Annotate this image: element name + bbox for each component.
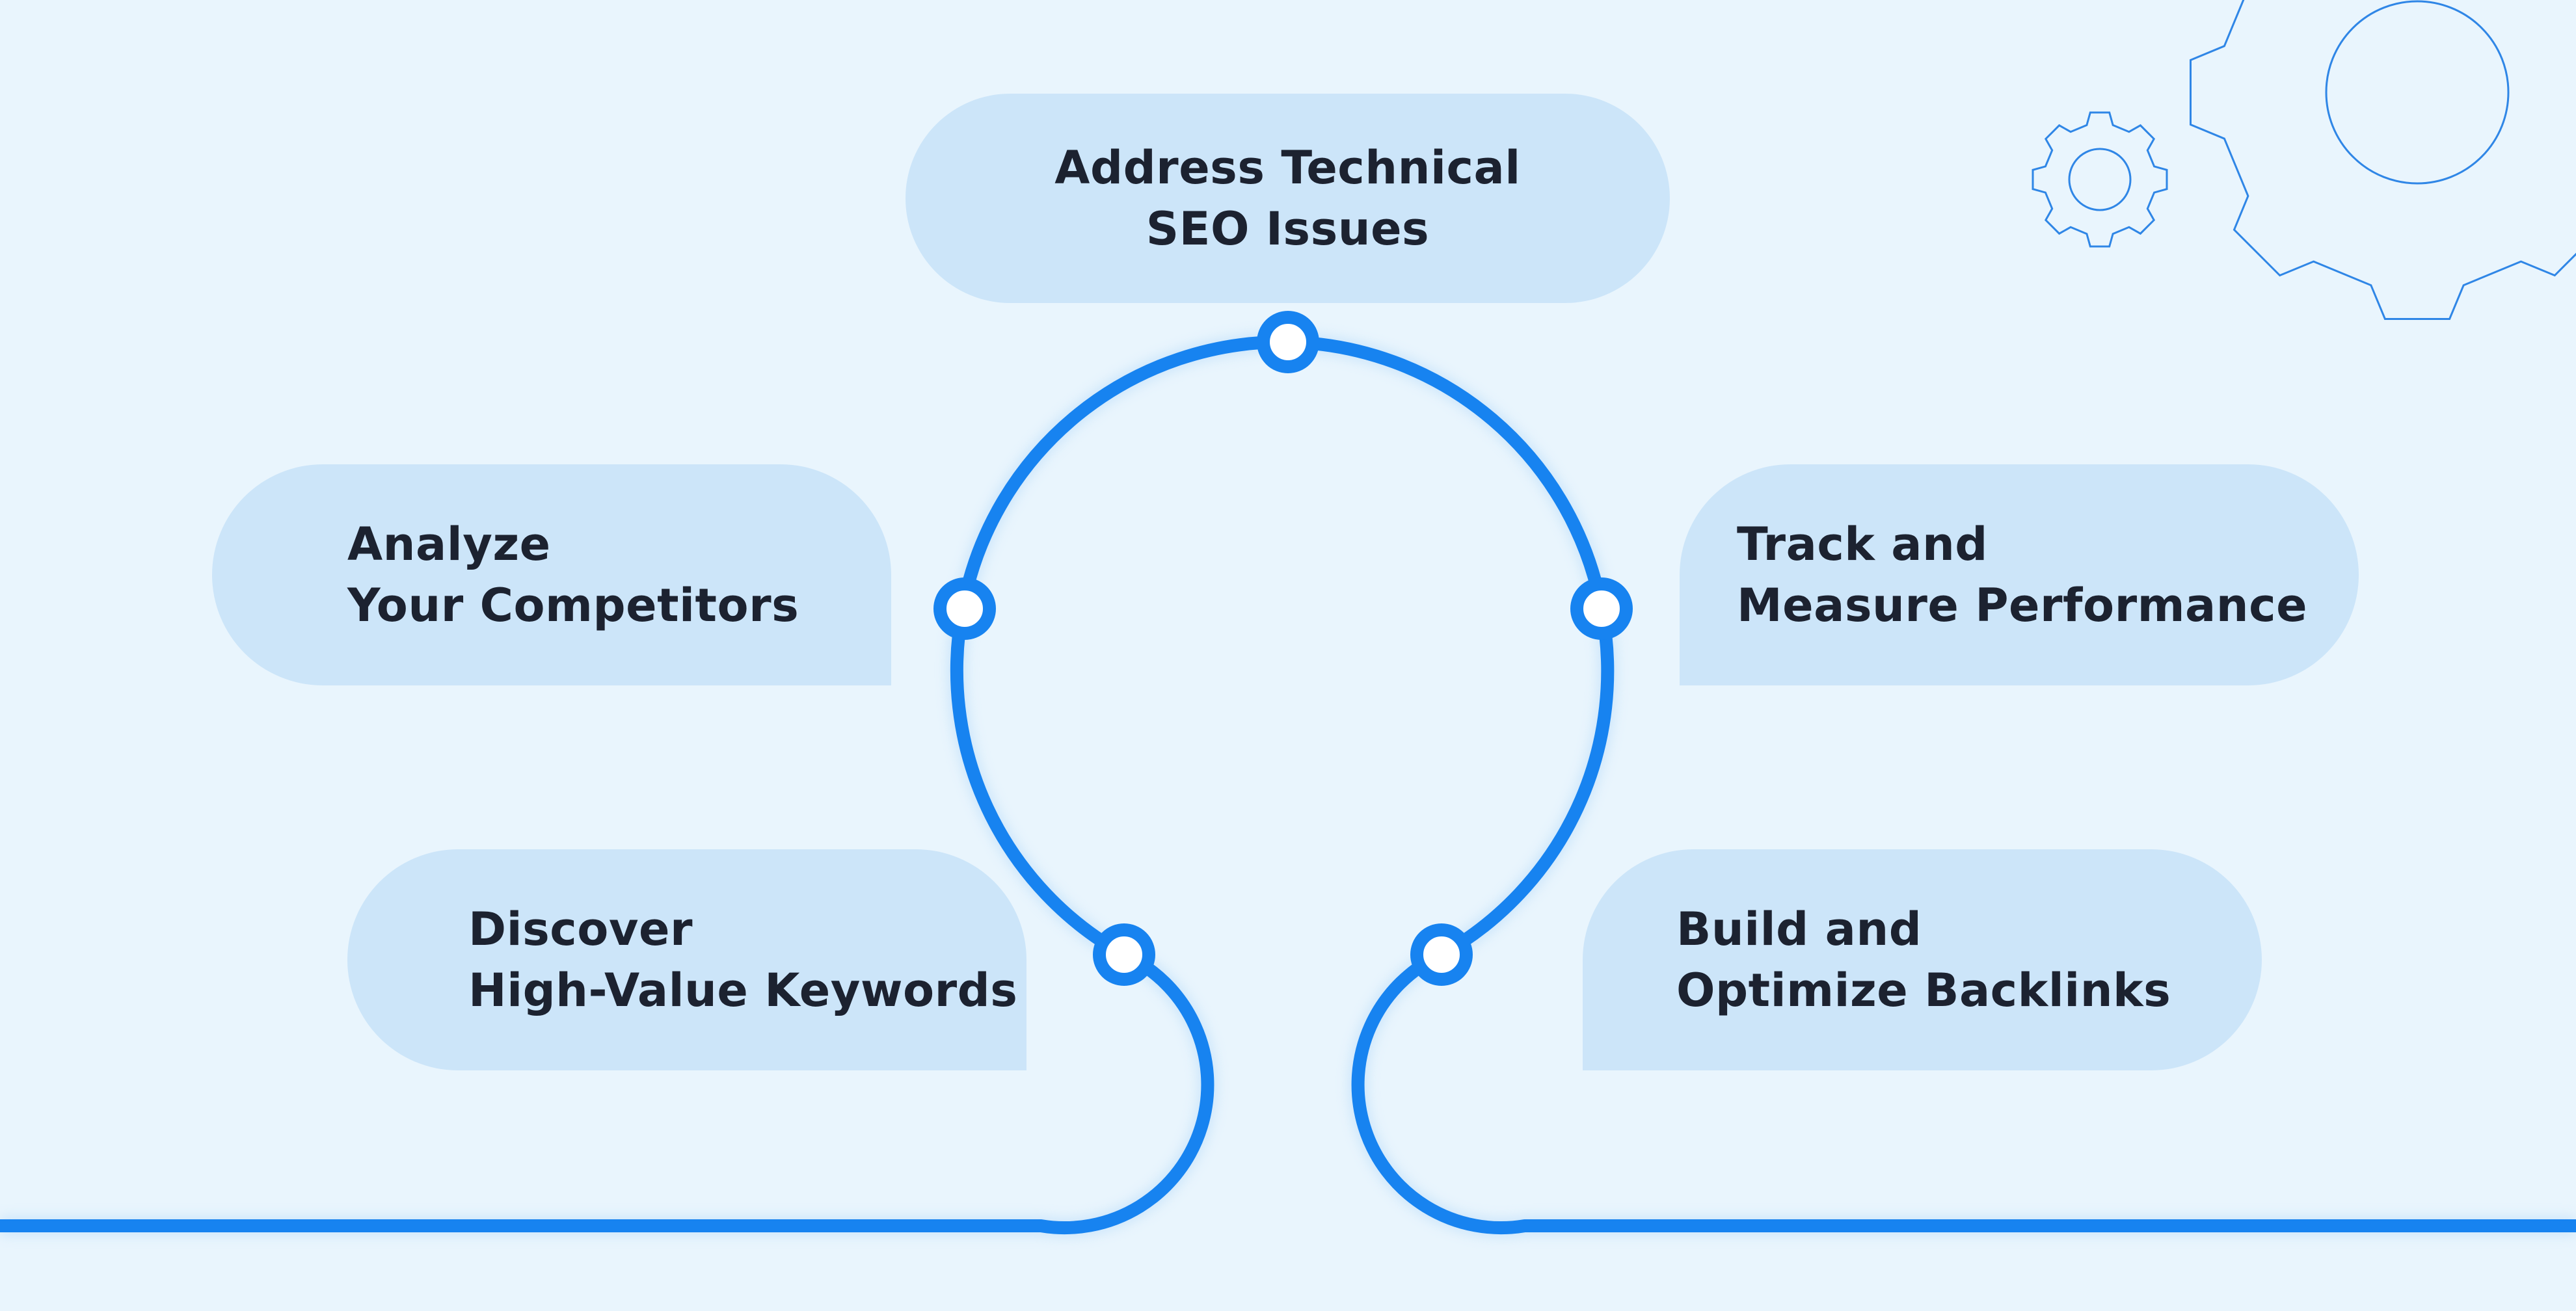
- large-gear-icon: [2190, 0, 2576, 320]
- milestone-node-left-lower: [1093, 923, 1155, 986]
- milestone-node-right-lower: [1410, 923, 1473, 986]
- milestone-node-top: [1257, 311, 1319, 373]
- step-label-line: SEO Issues: [1146, 202, 1430, 256]
- step-label-line: Build and: [1676, 903, 1922, 956]
- step-label-line: Analyze: [347, 518, 551, 571]
- milestone-node-left-upper: [933, 577, 996, 640]
- step-label-top: Address Technical SEO Issues: [906, 94, 1670, 303]
- step-label-right-upper: Track and Measure Performance: [1680, 464, 2359, 685]
- step-label-line: Optimize Backlinks: [1676, 964, 2171, 1017]
- milestone-node-right-upper: [1570, 577, 1633, 640]
- step-label-line: Your Competitors: [347, 579, 799, 632]
- step-label-left-lower: Discover High-Value Keywords: [347, 849, 1026, 1070]
- step-label-line: Measure Performance: [1737, 579, 2308, 632]
- step-label-right-lower: Build and Optimize Backlinks: [1583, 849, 2262, 1070]
- step-label-line: Discover: [468, 903, 693, 956]
- small-gear-icon: [2032, 111, 2168, 248]
- step-label-left-upper: Analyze Your Competitors: [212, 464, 891, 685]
- step-label-line: Track and: [1737, 518, 1988, 571]
- step-label-line: High-Value Keywords: [468, 964, 1018, 1017]
- step-label-line: Address Technical: [1054, 141, 1521, 194]
